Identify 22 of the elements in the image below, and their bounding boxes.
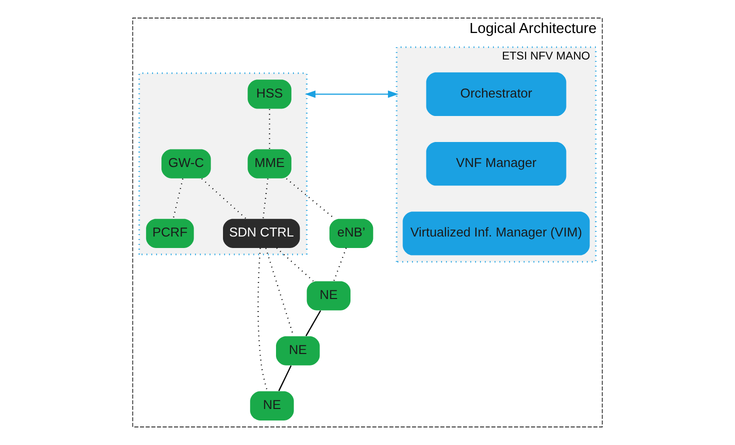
node-box: NE	[250, 391, 294, 420]
node-box: Orchestrator	[426, 72, 566, 116]
node-box: PCRF	[146, 218, 194, 248]
connector	[201, 178, 247, 220]
node-box: VNF Manager	[426, 142, 566, 186]
connector	[262, 178, 268, 219]
cluster	[138, 72, 308, 256]
node-box: SDN CTRL	[222, 218, 300, 248]
connector	[278, 365, 292, 392]
connector	[258, 248, 268, 392]
node-box: Virtualized Inf. Manager (VIM)	[402, 212, 590, 256]
node-box: GW-C	[161, 149, 211, 178]
node-box: NE	[306, 281, 350, 310]
node-box: MME	[248, 149, 292, 178]
node-box: eNB’	[329, 218, 374, 248]
node-box: NE	[276, 336, 320, 366]
connector	[276, 248, 314, 282]
connector	[305, 310, 322, 336]
arrow	[304, 90, 398, 98]
node-box: HSS	[248, 80, 292, 109]
connector	[172, 178, 184, 219]
connector	[333, 248, 347, 282]
